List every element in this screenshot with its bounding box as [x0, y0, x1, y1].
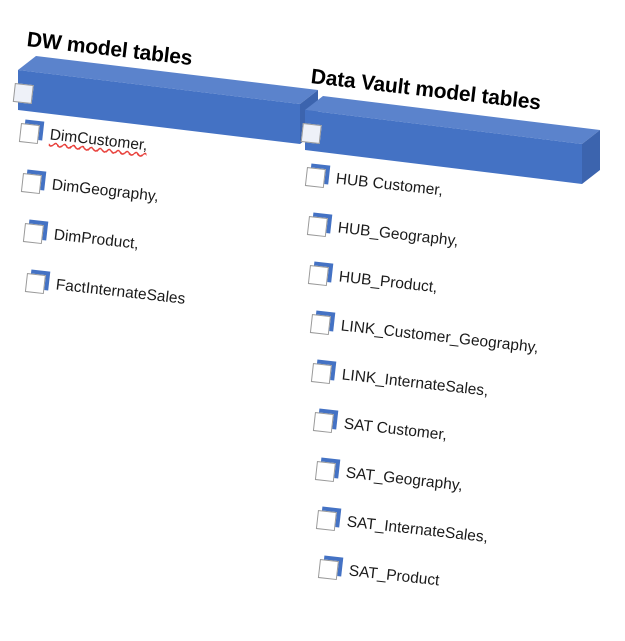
checkbox-icon[interactable] [301, 123, 322, 144]
checkbox-icon[interactable] [23, 223, 44, 244]
list-item[interactable]: HUB_Geography, [306, 215, 459, 252]
checkbox-icon[interactable] [316, 510, 337, 531]
banner-top-face [305, 96, 600, 144]
banner-front-face [305, 110, 582, 184]
checkbox-icon[interactable] [313, 412, 334, 433]
checkbox-icon[interactable] [310, 314, 331, 335]
list-item[interactable]: LINK_InternateSales, [311, 362, 489, 402]
list-item-label: DimProduct, [52, 226, 140, 253]
list-item-label: LINK_Customer_Geography, [339, 317, 540, 357]
list-item[interactable]: SAT_Geography, [314, 460, 464, 496]
checkbox-icon[interactable] [311, 363, 332, 384]
list-item-label: LINK_InternateSales, [341, 366, 490, 400]
list-item[interactable]: SAT Customer, [313, 411, 448, 446]
list-item[interactable]: HUB_Product, [308, 264, 439, 298]
list-item-label: HUB_Product, [338, 268, 439, 297]
checkbox-icon[interactable] [308, 265, 329, 286]
checkbox-icon[interactable] [306, 216, 327, 237]
checkbox-icon[interactable] [25, 273, 46, 294]
list-item[interactable]: SAT_Product [318, 558, 441, 591]
checkbox-icon[interactable] [314, 461, 335, 482]
list-item[interactable]: LINK_Customer_Geography, [310, 313, 540, 358]
list-item-label: SAT_Product [347, 562, 441, 590]
list-item[interactable]: FactInternateSales [25, 272, 186, 310]
banner-top-face [18, 56, 318, 104]
list-item-label: FactInternateSales [54, 276, 187, 308]
list-item-label: DimGeography, [50, 176, 160, 206]
banner-end-cap [582, 130, 600, 184]
checkbox-icon[interactable] [13, 83, 34, 104]
list-item[interactable]: SAT_InternateSales, [316, 509, 489, 548]
banner-bar-dv[interactable] [305, 96, 600, 201]
list-item[interactable]: DimGeography, [21, 172, 160, 207]
banner-checkbox-dw[interactable] [13, 82, 34, 104]
list-item-label: HUB_Geography, [336, 219, 459, 250]
list-item-label: SAT Customer, [342, 415, 448, 444]
list-item[interactable]: DimProduct, [23, 222, 140, 255]
checkbox-icon[interactable] [21, 173, 42, 194]
banner-checkbox-dv[interactable] [301, 122, 322, 144]
list-item-label: SAT_InternateSales, [346, 513, 490, 547]
banner-front-face [18, 70, 300, 144]
checkbox-icon[interactable] [305, 167, 326, 188]
list-item-label: SAT_Geography, [344, 464, 464, 495]
checkbox-icon[interactable] [19, 123, 40, 144]
checkbox-icon[interactable] [318, 559, 339, 580]
